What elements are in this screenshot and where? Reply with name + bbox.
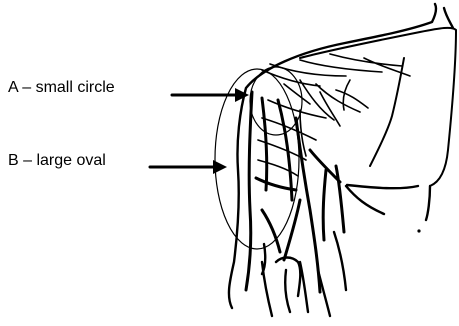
small-circle bbox=[250, 67, 302, 135]
label-a-small-circle: A – small circle bbox=[8, 79, 115, 97]
label-b-large-oval: B – large oval bbox=[8, 152, 106, 170]
arrow-b-head bbox=[213, 160, 227, 174]
speck-mark bbox=[417, 229, 420, 232]
lower-arm-strokes bbox=[262, 232, 346, 316]
acromion-contour bbox=[300, 28, 456, 186]
